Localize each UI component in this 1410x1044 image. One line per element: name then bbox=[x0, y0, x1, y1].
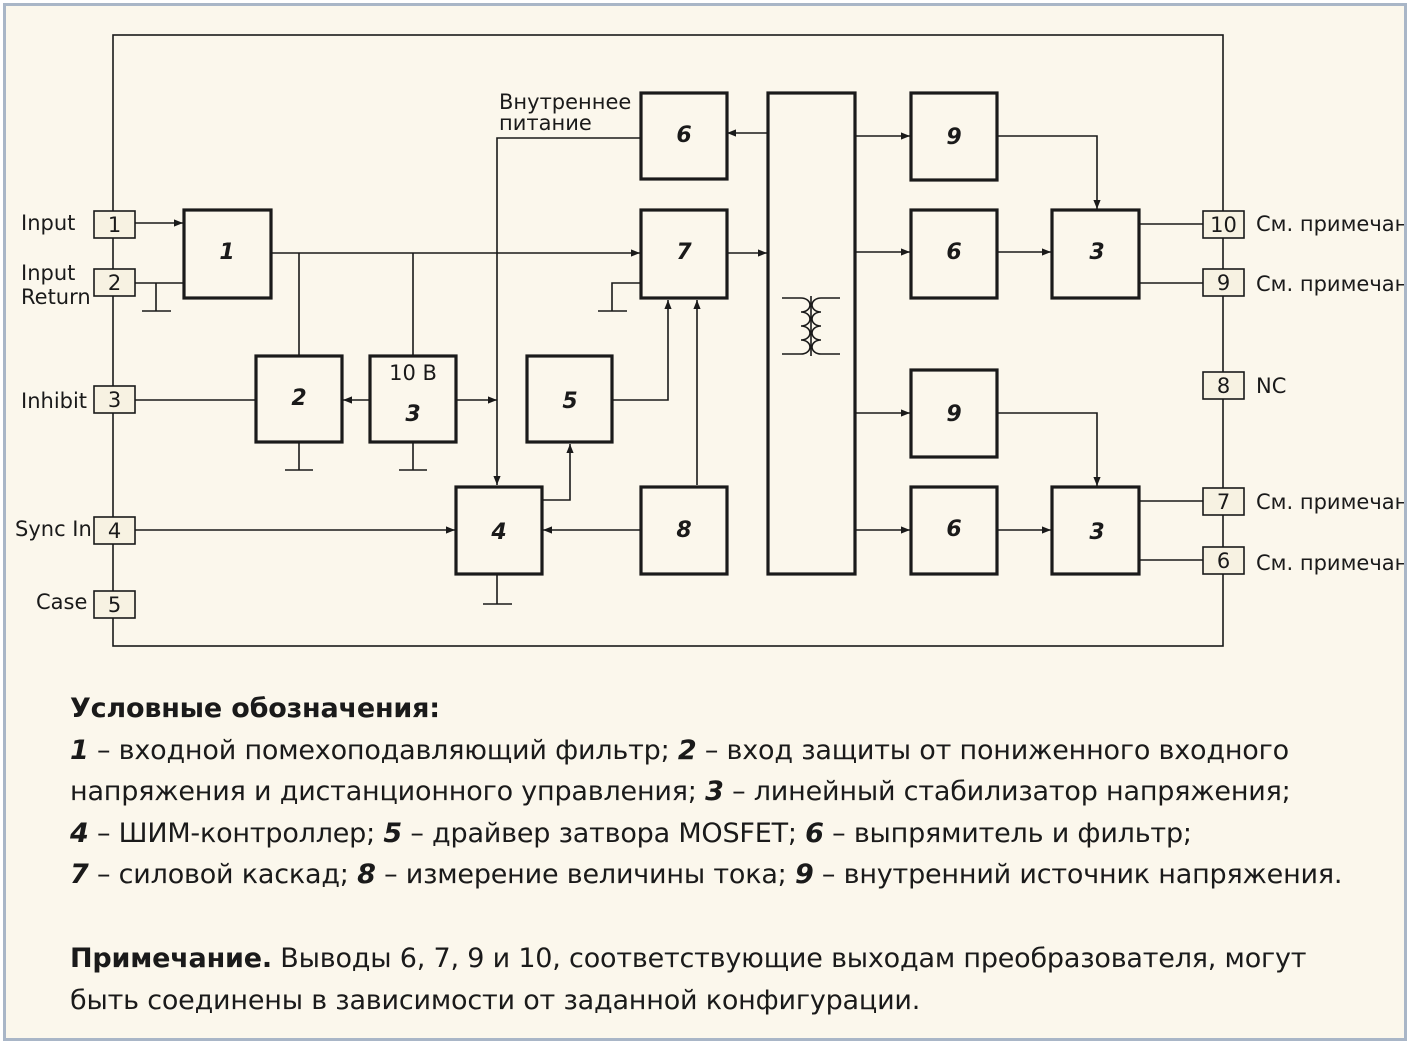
block-8-label: 8 bbox=[676, 518, 691, 543]
block-6-mid-label: 6 bbox=[946, 240, 961, 265]
wire-b4-b5 bbox=[543, 444, 574, 501]
pin-2-label-1: Input bbox=[21, 261, 75, 285]
legend-body: 1 – входной помехоподавляющий фильтр; 2 … bbox=[70, 730, 1370, 896]
svg-text:6: 6 bbox=[1217, 549, 1230, 573]
block-4-label: 4 bbox=[490, 520, 506, 545]
block-7-label: 7 bbox=[676, 240, 692, 265]
block-3-voltage-label: 10 В bbox=[389, 361, 437, 385]
pin-9-label: См. примечание bbox=[1256, 272, 1404, 296]
legend-text-8: – измерение величины тока; bbox=[375, 859, 795, 890]
pin-5: 5 Case bbox=[36, 590, 136, 619]
legend-text-5: – драйвер затвора MOSFET; bbox=[401, 817, 806, 849]
legend-title: Условные обозначения: bbox=[70, 693, 440, 724]
block-7-power-stage bbox=[639, 208, 729, 300]
legend-text-9: – внутренний источник напряжения. bbox=[813, 859, 1343, 890]
block-6-low-label: 6 bbox=[946, 517, 961, 542]
legend-text-2: – вход защиты от пониженного входного на… bbox=[70, 734, 1289, 808]
pin-6-label: См. примечание bbox=[1256, 551, 1404, 575]
block-5-mosfet-driver bbox=[525, 354, 614, 444]
internal-supply-label-2: питание bbox=[499, 111, 592, 135]
legend-text-7: – силовой каскад; bbox=[88, 859, 358, 890]
pin-9: 9 См. примечание bbox=[1202, 268, 1404, 297]
pin-2: 2 Input Return bbox=[21, 261, 136, 309]
svg-text:9: 9 bbox=[1217, 271, 1230, 295]
block-1-input-filter bbox=[182, 208, 273, 300]
block-6-rectifier-low bbox=[909, 485, 999, 576]
block-3-linear-regulator bbox=[368, 354, 458, 444]
svg-text:3: 3 bbox=[108, 388, 121, 412]
pin-5-label: Case bbox=[36, 590, 87, 614]
pin-7-label: См. примечание bbox=[1256, 490, 1404, 514]
pin-6: 6 См. примечание bbox=[1202, 546, 1404, 575]
legend-num-1: 1 bbox=[70, 734, 89, 766]
ground-b7 bbox=[611, 282, 640, 311]
pin-1: 1 Input bbox=[21, 210, 136, 239]
block-3-regulator-out-low bbox=[1050, 485, 1141, 576]
pin-4-label: Sync In bbox=[15, 517, 92, 541]
pin-10-label: См. примечание bbox=[1256, 212, 1404, 236]
svg-text:2: 2 bbox=[108, 271, 121, 295]
transformer-icon bbox=[782, 296, 840, 356]
block-9-low-label: 9 bbox=[946, 402, 961, 427]
legend-num-9: 9 bbox=[794, 859, 814, 890]
block-5-label: 5 bbox=[562, 389, 577, 414]
legend-num-7: 7 bbox=[70, 859, 89, 890]
wire-b9low-b3 bbox=[997, 412, 1101, 486]
note: Примечание. Выводы 6, 7, 9 и 10, соответ… bbox=[70, 938, 1370, 1022]
legend-num-3: 3 bbox=[705, 776, 724, 807]
pin-3-label: Inhibit bbox=[21, 389, 87, 413]
wire-internal-supply bbox=[493, 137, 640, 485]
svg-text:7: 7 bbox=[1217, 490, 1230, 514]
legend-num-4: 4 bbox=[70, 817, 89, 849]
wire-b5-b7 bbox=[612, 300, 672, 401]
svg-text:4: 4 bbox=[108, 519, 121, 543]
block-6-rectifier-top bbox=[639, 91, 729, 181]
wire-b9top-b3 bbox=[997, 135, 1101, 209]
module-enclosure bbox=[112, 34, 1224, 647]
internal-supply-label-1: Внутреннее bbox=[499, 90, 631, 114]
block-3-regulator-out-top bbox=[1050, 208, 1141, 300]
block-4-pwm-controller bbox=[454, 485, 544, 576]
block-3-label: 3 bbox=[405, 402, 420, 427]
svg-text:1: 1 bbox=[108, 213, 121, 237]
block-6-rectifier-mid bbox=[909, 208, 999, 300]
legend-text-4: – ШИМ-контроллер; bbox=[88, 817, 384, 849]
svg-text:5: 5 bbox=[108, 593, 121, 617]
pin-3: 3 Inhibit bbox=[21, 385, 136, 414]
pin-4: 4 Sync In bbox=[15, 516, 136, 545]
block-9-top-label: 9 bbox=[946, 125, 961, 150]
svg-text:8: 8 bbox=[1217, 374, 1230, 398]
note-text: Выводы 6, 7, 9 и 10, соответствующие вых… bbox=[70, 943, 1307, 1016]
block-9-internal-source-low bbox=[909, 368, 999, 459]
legend-num-5: 5 bbox=[383, 817, 402, 849]
block-8-current-sense bbox=[639, 485, 729, 576]
pin-10: 10 См. примечание bbox=[1202, 210, 1404, 239]
legend: Условные обозначения: 1 – входной помехо… bbox=[70, 688, 1370, 896]
note-title: Примечание. bbox=[70, 943, 272, 974]
legend-text-3: – линейный стабилизатор напряжения; bbox=[723, 776, 1291, 807]
pin-7: 7 См. примечание bbox=[1202, 487, 1404, 516]
transformer-block bbox=[766, 91, 857, 576]
legend-num-2: 2 bbox=[677, 734, 697, 766]
legend-text-1: – входной помехоподавляющий фильтр; bbox=[88, 734, 678, 766]
block-diagram: 1 2 10 В 3 4 5 6 7 8 9 6 3 9 6 3 Внутрен… bbox=[15, 34, 1404, 647]
pin-1-label: Input bbox=[21, 211, 75, 235]
block-3-out-low-label: 3 bbox=[1089, 520, 1104, 545]
svg-text:10: 10 bbox=[1210, 213, 1237, 237]
block-1-label: 1 bbox=[219, 240, 234, 265]
block-6-top-label: 6 bbox=[676, 123, 691, 148]
block-2-uvlo-inhibit bbox=[254, 354, 344, 444]
figure-panel: 1 2 10 В 3 4 5 6 7 8 9 6 3 9 6 3 Внутрен… bbox=[3, 3, 1407, 1041]
block-9-internal-source-top bbox=[909, 91, 999, 182]
legend-text-6: – выпрямитель и фильтр; bbox=[823, 817, 1192, 849]
block-2-label: 2 bbox=[291, 386, 306, 411]
pin-2-label-2: Return bbox=[21, 285, 91, 309]
block-3-out-top-label: 3 bbox=[1089, 240, 1104, 265]
pin-8: 8 NC bbox=[1202, 371, 1286, 400]
pin-8-label: NC bbox=[1256, 374, 1286, 398]
legend-num-6: 6 bbox=[805, 817, 824, 849]
legend-num-8: 8 bbox=[357, 859, 376, 890]
